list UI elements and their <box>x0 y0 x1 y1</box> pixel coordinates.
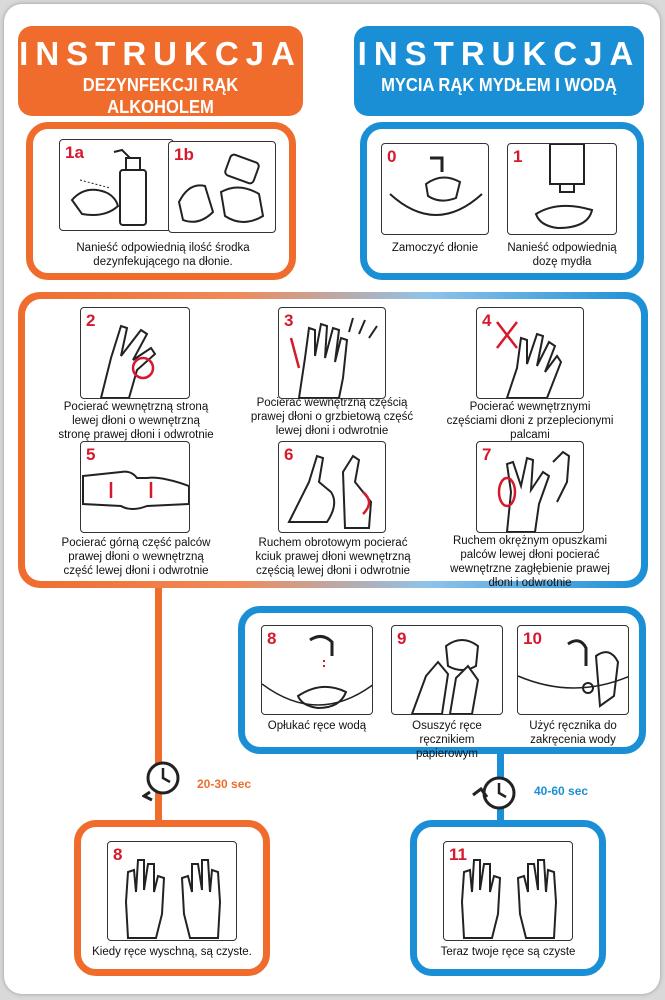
step-4-number: 4 <box>482 311 492 330</box>
step-1-caption: Nanieść odpowiednią dozę mydła <box>507 242 617 268</box>
step-5-caption: Pocierać górną część palców prawej dłoni… <box>61 537 211 577</box>
step-1b-card: 1b <box>168 141 276 233</box>
wash-end-card: 11 <box>443 841 573 941</box>
wash-end-number: 11 <box>449 845 467 864</box>
alcohol-start-caption: Nanieść odpowiednią ilość środka dezynfe… <box>76 242 250 268</box>
wash-timer-icon <box>472 776 516 810</box>
step-10-number: 10 <box>523 629 542 648</box>
step-8-wash-number: 8 <box>267 629 277 648</box>
wash-end-panel: 11 Teraz twoje ręce są czyste <box>410 820 606 976</box>
palm-to-palm-icon <box>99 324 157 398</box>
step-3-card: 3 <box>278 307 386 399</box>
step-0-card: 0 <box>381 143 489 235</box>
orange-connector <box>155 582 162 832</box>
wash-header-subtitle: MYCIA RĄK MYDŁEM I WODĄ <box>381 75 617 95</box>
step-9-number: 9 <box>397 629 407 648</box>
step-1a-card: 1a <box>59 139 174 231</box>
wash-finish-panel: 8 9 10 Opłukać ręc <box>238 606 646 760</box>
thumb-rotation-icon <box>287 454 373 529</box>
wash-header: INSTRUKCJA MYCIA RĄK MYDŁEM I WODĄ <box>354 26 644 116</box>
wet-hands-sink-icon <box>389 156 483 216</box>
clean-hands-icon <box>124 859 222 939</box>
alcohol-header: INSTRUKCJA DEZYNFEKCJI RĄK ALKOHOLEM <box>18 26 303 117</box>
palm-over-back-icon <box>289 317 378 398</box>
step-7-card: 7 <box>476 441 584 533</box>
rinse-hands-icon <box>262 635 372 710</box>
step-3-number: 3 <box>284 311 294 330</box>
step-9-card: 9 <box>391 625 503 715</box>
step-1-number: 1 <box>513 147 523 166</box>
alcohol-end-number: 8 <box>113 845 123 864</box>
step-4-card: 4 <box>476 307 584 399</box>
step-5-card: 5 <box>80 441 190 533</box>
alcohol-header-title: INSTRUKCJA <box>19 35 302 72</box>
step-2-number: 2 <box>86 311 96 330</box>
step-8-wash-caption: Opłukać ręce wodą <box>267 720 367 732</box>
alcohol-end-card: 8 <box>107 841 237 941</box>
wash-start-panel: 0 1 Zamoczyć dłonie Nanieść odpowiednią … <box>360 122 644 280</box>
step-7-caption: Ruchem okrężnym opuszkami palców lewej d… <box>450 535 610 589</box>
spray-bottle-hands-icon <box>70 148 147 226</box>
soap-dispenser-icon <box>534 144 594 230</box>
pour-bottle-hands-icon <box>177 153 265 223</box>
clean-hands-icon <box>460 859 558 939</box>
paper-towel-icon <box>410 639 480 714</box>
wash-end-caption: Teraz twoje ręce są czyste <box>440 946 576 958</box>
alcohol-start-panel: 1a 1b Nanieść odpowiednią ilość środka d… <box>26 122 296 280</box>
step-2-card: 2 <box>80 307 190 399</box>
step-1a-number: 1a <box>65 143 84 162</box>
turn-off-tap-icon <box>518 639 628 708</box>
step-5-number: 5 <box>86 445 96 464</box>
step-0-number: 0 <box>387 147 397 166</box>
step-3-caption: Pocierać wewnętrzną częścią prawej dłoni… <box>250 397 414 437</box>
alcohol-end-caption: Kiedy ręce wyschną, są czyste. <box>92 946 252 958</box>
step-9-caption: Osuszyć ręce ręcznikiem papierowym <box>412 720 482 760</box>
wash-header-title: INSTRUKCJA <box>357 35 641 72</box>
alcohol-timer-label: 20-30 sec <box>197 777 252 791</box>
step-4-caption: Pocierać wewnętrznymi częściami dłoni z … <box>446 401 614 441</box>
wash-timer-label: 40-60 sec <box>534 784 589 798</box>
instruction-board: INSTRUKCJA DEZYNFEKCJI RĄK ALKOHOLEM INS… <box>4 4 660 994</box>
alcohol-header-subtitle: DEZYNFEKCJI RĄK ALKOHOLEM <box>82 75 239 117</box>
step-10-card: 10 <box>517 625 629 715</box>
step-10-caption: Użyć ręcznika do zakręcenia wody <box>529 720 617 746</box>
fingers-interlocked-icon <box>82 470 189 510</box>
step-6-card: 6 <box>278 441 386 533</box>
step-8-wash-card: 8 <box>261 625 373 715</box>
step-0-caption: Zamoczyć dłonie <box>391 242 479 254</box>
interlaced-fingers-icon <box>496 321 563 398</box>
alcohol-timer-icon <box>142 761 180 802</box>
step-6-number: 6 <box>284 445 294 464</box>
step-7-number: 7 <box>482 445 492 464</box>
step-1-card: 1 <box>507 143 617 235</box>
fingertips-circle-icon <box>497 450 571 532</box>
step-6-caption: Ruchem obrotowym pocierać kciuk prawej d… <box>255 537 411 577</box>
step-1b-number: 1b <box>174 145 194 164</box>
step-2-caption: Pocierać wewnętrzną stroną lewej dłoni o… <box>58 401 214 441</box>
alcohol-end-panel: 8 Kiedy ręce wyschną, są czyste. <box>74 820 270 976</box>
